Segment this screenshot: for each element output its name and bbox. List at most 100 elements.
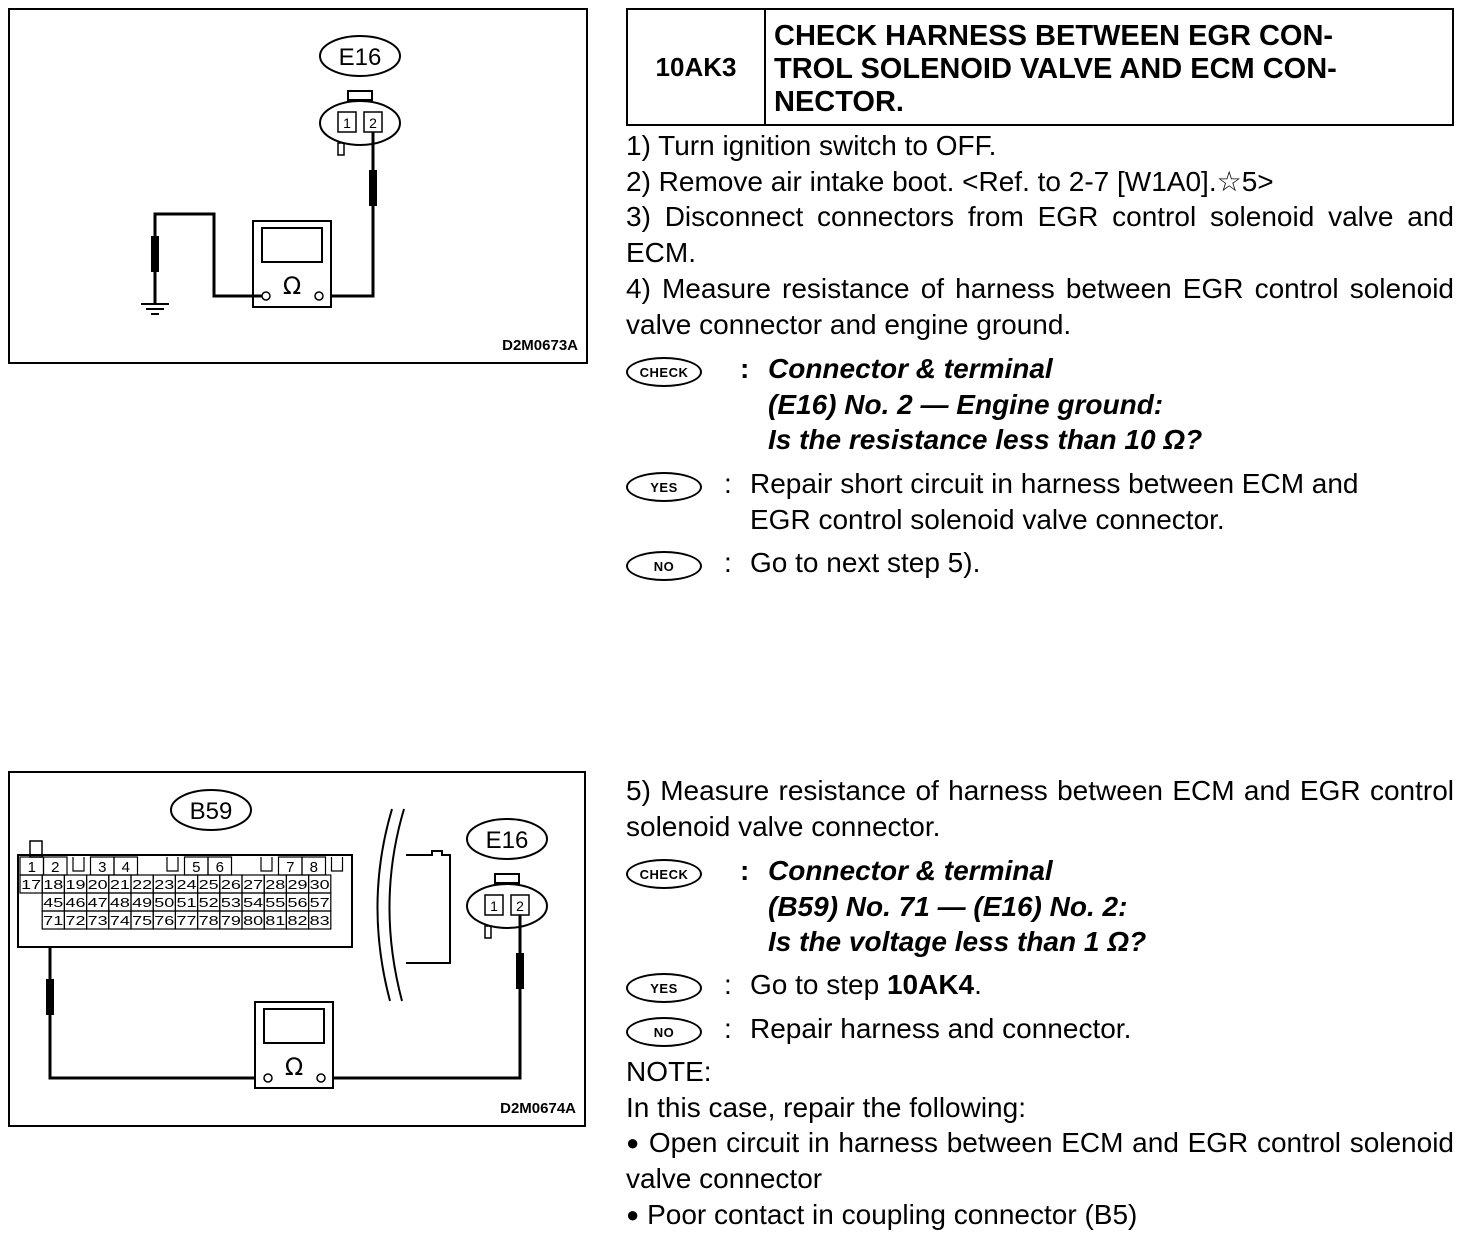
ecm-pin-label: 25 xyxy=(199,877,219,892)
ecm-pin-label: 4 xyxy=(122,859,130,876)
check-badge-2: CHECK xyxy=(626,859,702,889)
ecm-pin-label: 26 xyxy=(221,877,241,892)
ecm-pin-label: 3 xyxy=(98,859,106,876)
sensor-connector-label: E16 xyxy=(486,827,529,854)
step-title-line: TROL SOLENOID VALVE AND ECM CON- xyxy=(774,53,1337,85)
step-4-text: 4) Measure resistance of harness between… xyxy=(626,273,1454,340)
yes-prefix: Go to step xyxy=(750,969,887,1000)
step-2-text: 2) Remove air intake boot. <Ref. to 2-7 … xyxy=(626,166,1274,197)
ohm-symbol: Ω xyxy=(283,272,301,300)
ecm-key-slot xyxy=(166,857,179,872)
ecm-pin-label: 22 xyxy=(132,877,152,892)
ecm-pin-label: 17 xyxy=(21,877,41,892)
ecm-pin-label: 79 xyxy=(221,913,241,928)
step-id: 10AK3 xyxy=(628,10,766,124)
ecm-pin-label: 2 xyxy=(51,859,59,876)
ecm-pin-label: 55 xyxy=(265,895,285,910)
ecm-pin-label: 1 xyxy=(28,859,36,876)
ecm-pin-label: 18 xyxy=(43,877,63,892)
yes-colon-2: : xyxy=(724,969,732,1000)
bullet-icon: ● xyxy=(626,1130,641,1155)
ecm-pin-label: 78 xyxy=(199,913,219,928)
step-title: CHECK HARNESS BETWEEN EGR CON-TROL SOLEN… xyxy=(766,10,1452,124)
yes-badge-2: YES xyxy=(626,973,702,1003)
ecm-pin-label: 7 xyxy=(286,859,294,876)
yes-suffix: . xyxy=(974,969,982,1000)
note-label: NOTE: xyxy=(626,1056,712,1087)
check-2-line-2: (B59) No. 71 — (E16) No. 2: xyxy=(768,891,1128,922)
ecm-pin-label: 83 xyxy=(310,913,330,928)
ecm-key-slot xyxy=(72,857,85,872)
pin-1-label: 1 xyxy=(343,115,351,131)
connector-label: E16 xyxy=(339,44,382,71)
ecm-pin-label: 28 xyxy=(265,877,285,892)
ecm-pin-label: 51 xyxy=(177,895,197,910)
ecm-pin-label: 27 xyxy=(243,877,263,892)
check-colon-2: : xyxy=(740,855,750,886)
check-line-2: (E16) No. 2 — Engine ground: xyxy=(768,389,1164,420)
step-header: 10AK3 CHECK HARNESS BETWEEN EGR CON-TROL… xyxy=(626,8,1454,126)
ecm-pin-label: 81 xyxy=(265,913,285,928)
ecm-pin-label: 56 xyxy=(288,895,308,910)
ecm-pin-label: 6 xyxy=(216,859,224,876)
no-text: Go to next step 5). xyxy=(750,547,981,578)
figure-id: D2M0673A xyxy=(502,337,578,354)
note-item-1: ● Open circuit in harness between ECM an… xyxy=(626,1125,1454,1197)
ecm-pin-label: 50 xyxy=(154,895,174,910)
check-line-3: Is the resistance less than 10 Ω? xyxy=(768,424,1203,455)
wiring-diagram-1-graphic: E16 1 2 Ω xyxy=(141,35,401,315)
no-badge: NO xyxy=(626,551,702,581)
ecm-pin-label: 52 xyxy=(199,895,219,910)
ecm-pin-label: 5 xyxy=(192,859,200,876)
check-line-1: Connector & terminal xyxy=(768,353,1053,384)
ecm-key-slot xyxy=(330,857,344,872)
ecm-pin-label: 54 xyxy=(243,895,263,910)
ecm-pin-label: 20 xyxy=(88,877,108,892)
ecm-pin-label: 47 xyxy=(88,895,108,910)
yes-colon: : xyxy=(724,468,732,499)
ecm-pin-label: 30 xyxy=(310,877,330,892)
check-badge: CHECK xyxy=(626,357,702,387)
ecm-pin-label: 73 xyxy=(88,913,108,928)
no-badge-2: NO xyxy=(626,1017,702,1047)
no-colon: : xyxy=(724,547,732,578)
e16-pin-2-label: 2 xyxy=(516,898,524,914)
check-colon: : xyxy=(740,353,750,384)
ecm-pin-label: 76 xyxy=(154,913,174,928)
yes-text: Repair short circuit in harness between … xyxy=(750,468,1359,535)
step-5-text: 5) Measure resistance of harness between… xyxy=(626,775,1454,842)
ecm-pin-label: 57 xyxy=(310,895,330,910)
note-item-2-text: Poor contact in coupling connector (B5) xyxy=(647,1199,1138,1230)
ecm-pin-label: 21 xyxy=(110,877,130,892)
ecm-pin-label: 80 xyxy=(243,913,263,928)
figure-id-2: D2M0674A xyxy=(500,1100,576,1117)
ecm-pin-label: 8 xyxy=(310,859,318,876)
bullet-icon: ● xyxy=(626,1202,640,1227)
e16-pin-1-label: 1 xyxy=(490,898,498,914)
note-item-1-text: Open circuit in harness between ECM and … xyxy=(626,1127,1454,1194)
no-colon-2: : xyxy=(724,1013,732,1044)
yes-badge: YES xyxy=(626,472,702,502)
ecm-pin-label: 23 xyxy=(154,877,174,892)
ecm-pin-label: 49 xyxy=(132,895,152,910)
check-2-line-1: Connector & terminal xyxy=(768,855,1053,886)
ecm-pin-label: 72 xyxy=(66,913,86,928)
ecm-pin-label: 48 xyxy=(110,895,130,910)
ecm-connector-label: B59 xyxy=(190,798,233,825)
step-3-text: 3) Disconnect connectors from EGR contro… xyxy=(626,201,1454,268)
yes-step-ref: 10AK4 xyxy=(886,969,975,1000)
ecm-pin-cell xyxy=(308,910,332,930)
ecm-pin-label: 24 xyxy=(177,877,197,892)
step-title-line: NECTOR. xyxy=(774,86,904,118)
pin-2-label: 2 xyxy=(369,115,377,131)
no-text-2: Repair harness and connector. xyxy=(750,1013,1132,1044)
note-item-2: ● Poor contact in coupling connector (B5… xyxy=(626,1197,1454,1233)
ecm-pin-label: 82 xyxy=(288,913,308,928)
note-intro: In this case, repair the following: xyxy=(626,1092,1026,1123)
wiring-diagram-1: E16 1 2 Ω D2M0673A xyxy=(8,8,588,364)
ecm-pin-label: 74 xyxy=(110,913,130,928)
ecm-pin-label: 19 xyxy=(66,877,86,892)
ohm-symbol-2: Ω xyxy=(285,1053,303,1081)
